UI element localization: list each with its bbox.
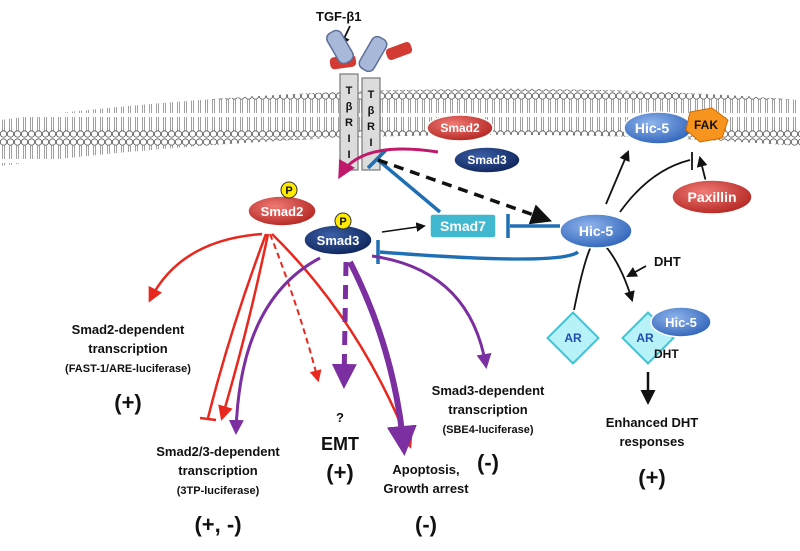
outcome-assay: (FAST-1/ARE-luciferase) [65, 363, 191, 375]
phospho-label: P [339, 216, 346, 228]
outcome-emt: ? EMT (+) [321, 410, 359, 485]
outcome-sign: (+, -) [194, 512, 241, 537]
outcome-line: Enhanced DHT [606, 415, 699, 430]
outcome-line: Smad2-dependent [72, 322, 185, 337]
outcome-line: transcription [88, 341, 168, 356]
outcome-sign: (-) [477, 450, 499, 475]
type1-letter: β [368, 105, 375, 117]
hic5-inhibits-smad3 [379, 250, 580, 261]
outcome-sign: (+) [638, 465, 666, 490]
outcome-apoptosis: Apoptosis, Growth arrest (-) [383, 462, 469, 537]
outcome-line: transcription [448, 402, 528, 417]
dht-bound-label: DHT [654, 347, 679, 361]
cell-membrane [0, 88, 800, 166]
smad7-inhibits-receptor [376, 158, 442, 214]
type2-letter: T [346, 85, 353, 97]
type2-letter: I [347, 149, 350, 161]
ar-free: AR [546, 311, 600, 365]
smad7: Smad7 [429, 213, 497, 239]
type1-letter: R [367, 121, 375, 133]
outcome-dht-responses: Enhanced DHT responses (+) [606, 415, 699, 490]
outcome-line: responses [619, 434, 684, 449]
outcome-sign: (-) [415, 512, 437, 537]
receptor-type2: T β R I I [326, 29, 359, 171]
phospho-icon [280, 181, 298, 199]
phospho-icon [334, 212, 352, 230]
receptor-to-hic5-arrow [377, 158, 552, 225]
hic5-ar-label: Hic-5 [665, 315, 697, 330]
type2-letter: I [347, 133, 350, 145]
smad2-p-label: Smad2 [261, 204, 304, 219]
outcome-question: ? [336, 410, 344, 425]
outcome-assay: (3TP-luciferase) [177, 485, 260, 497]
paxillin: Paxillin [671, 179, 753, 215]
type2-letter: R [345, 117, 353, 129]
outcome-sign: (+) [326, 460, 354, 485]
smad3-p-label: Smad3 [317, 233, 360, 248]
smad2-cytoplasm: Smad2 [426, 114, 494, 142]
smad3-to-smad7-arrow [381, 222, 426, 233]
phospho-smad3: Smad3 P [303, 212, 373, 256]
type1-letter: T [368, 89, 375, 101]
phospho-label: P [285, 185, 292, 197]
smad-recruitment-arrow [338, 147, 439, 180]
outcome-smad2-dependent: Smad2-dependent transcription (FAST-1/AR… [65, 322, 191, 415]
fak-label: FAK [694, 118, 718, 132]
outcome-line: transcription [178, 463, 258, 478]
ar-left-label: AR [564, 331, 582, 345]
hic5-main-label: Hic-5 [579, 223, 613, 239]
smad2-top-label: Smad2 [440, 121, 480, 135]
outcome-sign: (+) [114, 390, 142, 415]
fak: FAK [685, 107, 729, 143]
tgf-beta1-label: TGF-β1 [316, 9, 362, 24]
hic5-main: Hic-5 [559, 213, 633, 249]
outcome-assay: (SBE4-luciferase) [442, 424, 533, 436]
outcome-smad23-dependent: Smad2/3-dependent transcription (3TP-luc… [156, 444, 280, 537]
inhibit-bar [366, 148, 388, 170]
outcome-line: Apoptosis, [392, 462, 459, 477]
outcome-smad3-dependent: Smad3-dependent transcription (SBE4-luci… [432, 383, 545, 475]
outcome-line: EMT [321, 434, 359, 454]
phospho-smad2: Smad2 P [247, 181, 317, 227]
type2-letter: β [346, 101, 353, 113]
smad3-top-label: Smad3 [467, 153, 507, 167]
ar-right-label: AR [636, 331, 654, 345]
outcome-line: Smad2/3-dependent [156, 444, 280, 459]
smad2-outcome-arrows [148, 232, 413, 449]
type1-letter: I [369, 137, 372, 149]
smad3-cytoplasm: Smad3 [453, 146, 521, 174]
smad7-label: Smad7 [440, 218, 486, 234]
receptor-type1: T β R I [358, 35, 388, 171]
paxillin-label: Paxillin [687, 189, 736, 205]
outcome-line: Smad3-dependent [432, 383, 545, 398]
hic5-top-label: Hic-5 [635, 120, 669, 136]
dht-label: DHT [654, 254, 681, 269]
smad3-outcome-arrows [228, 254, 492, 456]
hic5-focal-adhesion: Hic-5 [623, 111, 693, 145]
outcome-line: Growth arrest [383, 481, 469, 496]
ar-hic5-dht-complex: AR Hic-5 DHT [621, 306, 712, 365]
